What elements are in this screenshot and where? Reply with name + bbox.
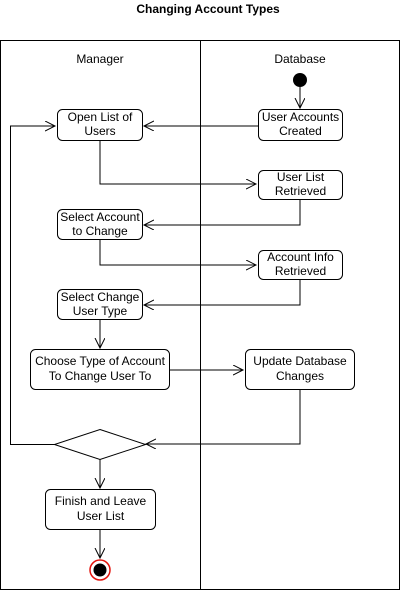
node-open-list-of-users: Open List of Users: [57, 109, 143, 141]
node-select-account-line1: Select Account: [60, 210, 140, 224]
node-select-change-line1: Select Change: [61, 290, 140, 304]
node-user-accounts-created: User Accounts Created: [258, 109, 343, 141]
node-user-accounts-line1: User Accounts: [262, 110, 339, 124]
start-node: [293, 73, 307, 87]
lane-label-manager: Manager: [76, 52, 123, 66]
node-finish-line1: Finish and Leave: [55, 494, 147, 508]
node-select-account-line2: to Change: [72, 224, 128, 238]
end-node: [89, 559, 111, 581]
node-account-info-retrieved: Account Info Retrieved: [258, 250, 343, 280]
diagram-title: Changing Account Types: [136, 2, 280, 16]
edge-userlist-to-selectaccount: [144, 199, 301, 226]
node-select-account: Select Account to Change: [57, 209, 143, 240]
node-open-list-line2: Users: [84, 124, 115, 138]
lane-label-database: Database: [274, 52, 326, 66]
node-user-accounts-line2: Created: [279, 124, 322, 138]
edge-decision-loop-back: [10, 126, 56, 445]
edge-openlist-to-userlist: [99, 140, 256, 185]
node-update-db-line1: Update Database: [253, 354, 347, 368]
node-select-change-line2: User Type: [73, 304, 128, 318]
node-finish-line2: User List: [77, 509, 125, 523]
node-finish: Finish and Leave User List: [45, 489, 156, 530]
node-choose-type-line1: Choose Type of Account: [35, 354, 166, 368]
edge-selectaccount-to-accountinfo: [99, 239, 256, 266]
node-user-list-line2: Retrieved: [275, 184, 326, 198]
node-select-change-user-type: Select Change User Type: [57, 289, 143, 320]
node-choose-type: Choose Type of Account To Change User To: [30, 349, 170, 390]
node-user-list-line1: User List: [277, 170, 325, 184]
node-account-info-line2: Retrieved: [275, 264, 326, 278]
node-account-info-line1: Account Info: [267, 250, 334, 264]
decision-node: [52, 428, 148, 461]
node-open-list-line1: Open List of: [68, 110, 133, 124]
node-update-database: Update Database Changes: [245, 349, 355, 390]
node-user-list-retrieved: User List Retrieved: [258, 170, 343, 200]
node-update-db-line2: Changes: [276, 369, 324, 383]
edge-accountinfo-to-selectchange: [144, 279, 301, 306]
node-choose-type-line2: To Change User To: [49, 369, 152, 383]
edge-updatedb-to-decision: [146, 389, 301, 445]
